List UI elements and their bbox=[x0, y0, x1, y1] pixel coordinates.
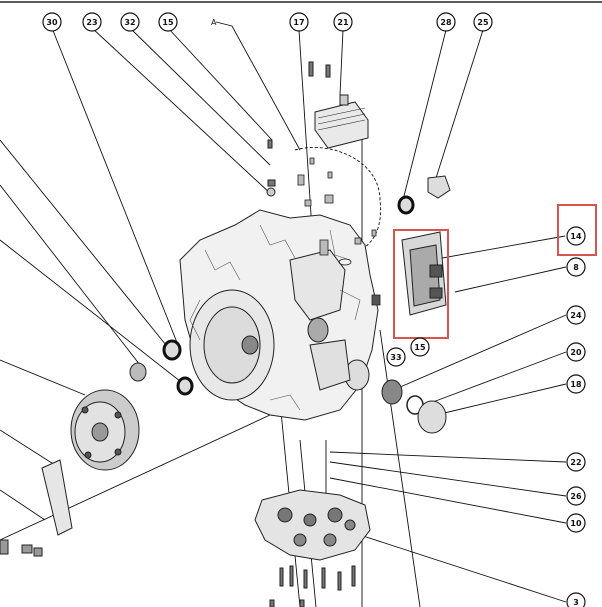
svg-text:15: 15 bbox=[414, 343, 426, 352]
callout-32: 32 bbox=[120, 12, 140, 32]
callout-25: 25 bbox=[473, 12, 493, 32]
callout-10: 10 bbox=[566, 513, 586, 533]
svg-text:28: 28 bbox=[440, 18, 452, 27]
svg-text:26: 26 bbox=[570, 492, 582, 501]
svg-text:22: 22 bbox=[570, 458, 581, 467]
callout-22: 22 bbox=[566, 452, 586, 472]
seal-ring-28 bbox=[397, 195, 415, 215]
transmission-housing bbox=[179, 209, 379, 421]
svg-text:18: 18 bbox=[570, 380, 582, 389]
callout-33: 33 bbox=[386, 347, 406, 367]
valve-body bbox=[254, 489, 371, 561]
callout-15-top: 15 bbox=[158, 12, 178, 32]
callout-30: 30 bbox=[42, 12, 62, 32]
control-module bbox=[401, 231, 447, 316]
seal-lower bbox=[176, 376, 194, 396]
callout-8: 8 bbox=[566, 257, 586, 277]
valve-body-bolts bbox=[269, 565, 356, 607]
callout-15-mid: 15 bbox=[410, 337, 430, 357]
callout-3: 3 bbox=[566, 592, 586, 607]
oil-cooler bbox=[314, 94, 369, 149]
svg-text:25: 25 bbox=[477, 18, 489, 27]
svg-text:20: 20 bbox=[570, 348, 582, 357]
svg-text:30: 30 bbox=[46, 18, 58, 27]
small-parts bbox=[297, 157, 381, 306]
callout-24: 24 bbox=[566, 305, 586, 325]
left-bolts bbox=[0, 539, 43, 557]
callout-17: 17 bbox=[289, 12, 309, 32]
top-bolts bbox=[266, 61, 331, 197]
svg-text:10: 10 bbox=[570, 519, 582, 528]
svg-text:17: 17 bbox=[293, 18, 304, 27]
svg-text:24: 24 bbox=[570, 311, 582, 320]
svg-text:8: 8 bbox=[573, 263, 579, 272]
filter-18 bbox=[417, 400, 447, 434]
callout-14: 14 bbox=[566, 226, 586, 246]
gear-24 bbox=[381, 379, 403, 405]
svg-text:14: 14 bbox=[570, 232, 582, 241]
svg-text:3: 3 bbox=[573, 598, 579, 607]
svg-text:15: 15 bbox=[162, 18, 174, 27]
callouts: 30 23 32 15 A 17 21 28 25 bbox=[42, 12, 586, 607]
callout-18: 18 bbox=[566, 374, 586, 394]
callout-23: 23 bbox=[82, 12, 102, 32]
callout-20: 20 bbox=[566, 342, 586, 362]
callout-28: 28 bbox=[436, 12, 456, 32]
svg-text:23: 23 bbox=[86, 18, 97, 27]
callout-21: 21 bbox=[333, 12, 353, 32]
highlight-box-callout-14 bbox=[557, 204, 597, 256]
torque-converter bbox=[70, 389, 140, 471]
svg-text:32: 32 bbox=[124, 18, 135, 27]
seal-upper bbox=[162, 339, 182, 361]
bracket bbox=[41, 459, 73, 536]
cap-25 bbox=[427, 175, 451, 199]
leader-lines bbox=[0, 21, 567, 607]
plug bbox=[129, 362, 147, 382]
callout-26: 26 bbox=[566, 486, 586, 506]
housing-detail bbox=[189, 224, 361, 411]
svg-text:21: 21 bbox=[337, 18, 349, 27]
reference-label-a: A bbox=[211, 18, 217, 27]
svg-text:33: 33 bbox=[390, 353, 401, 362]
